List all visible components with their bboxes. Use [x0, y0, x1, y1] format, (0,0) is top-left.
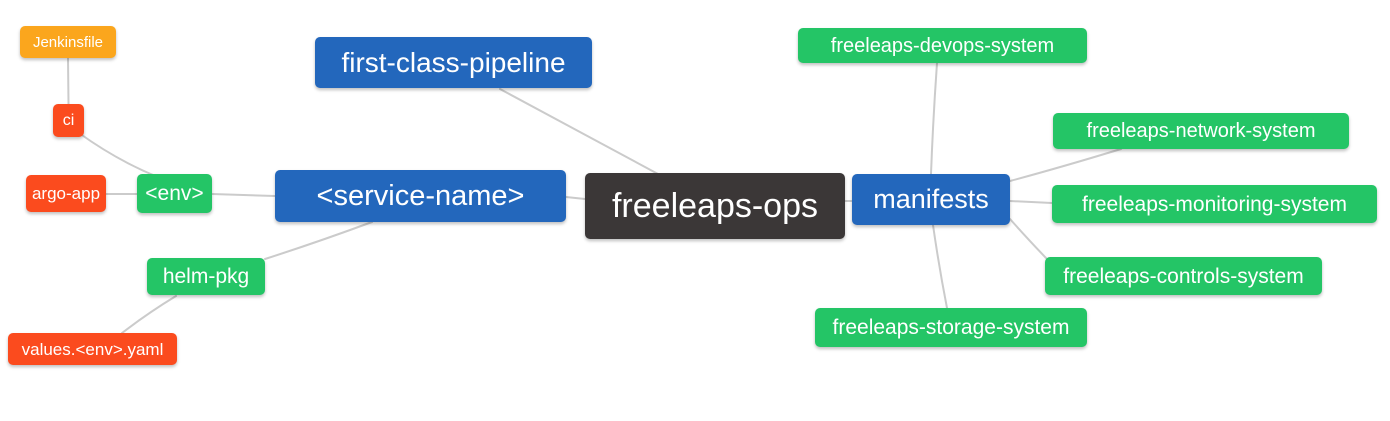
edge-env-servicename: [211, 193, 276, 197]
edge-servicename-helmpkg: [264, 221, 373, 260]
node-helm-pkg[interactable]: helm-pkg: [147, 258, 265, 295]
edge-manifests-monitoring: [1009, 200, 1053, 204]
edge-manifests-storage: [932, 224, 948, 309]
node-freeleaps-network-system[interactable]: freeleaps-network-system: [1053, 113, 1349, 149]
edge-helmpkg-valuesyaml: [121, 295, 177, 334]
node-root-freeleaps-ops[interactable]: freeleaps-ops: [585, 173, 845, 239]
edge-jenkinsfile-ci: [67, 57, 70, 105]
node-freeleaps-storage-system[interactable]: freeleaps-storage-system: [815, 308, 1087, 347]
node-jenkinsfile[interactable]: Jenkinsfile: [20, 26, 116, 58]
node-env[interactable]: <env>: [137, 174, 212, 213]
edge-manifests-network: [1009, 148, 1122, 182]
node-service-name[interactable]: <service-name>: [275, 170, 566, 222]
node-ci[interactable]: ci: [53, 104, 84, 137]
node-argo-app[interactable]: argo-app: [26, 175, 106, 212]
edge-servicename-root: [565, 196, 586, 200]
edge-ci-env: [78, 132, 159, 178]
edge-manifests-controls: [1009, 218, 1047, 259]
node-freeleaps-devops-system[interactable]: freeleaps-devops-system: [798, 28, 1087, 63]
node-freeleaps-monitoring-system[interactable]: freeleaps-monitoring-system: [1052, 185, 1377, 223]
node-freeleaps-controls-system[interactable]: freeleaps-controls-system: [1045, 257, 1322, 295]
node-values-env-yaml[interactable]: values.<env>.yaml: [8, 333, 177, 365]
edge-firstclasspipeline-root: [499, 88, 659, 175]
edge-manifests-devops: [930, 62, 938, 175]
node-manifests[interactable]: manifests: [852, 174, 1010, 225]
node-first-class-pipeline[interactable]: first-class-pipeline: [315, 37, 592, 88]
